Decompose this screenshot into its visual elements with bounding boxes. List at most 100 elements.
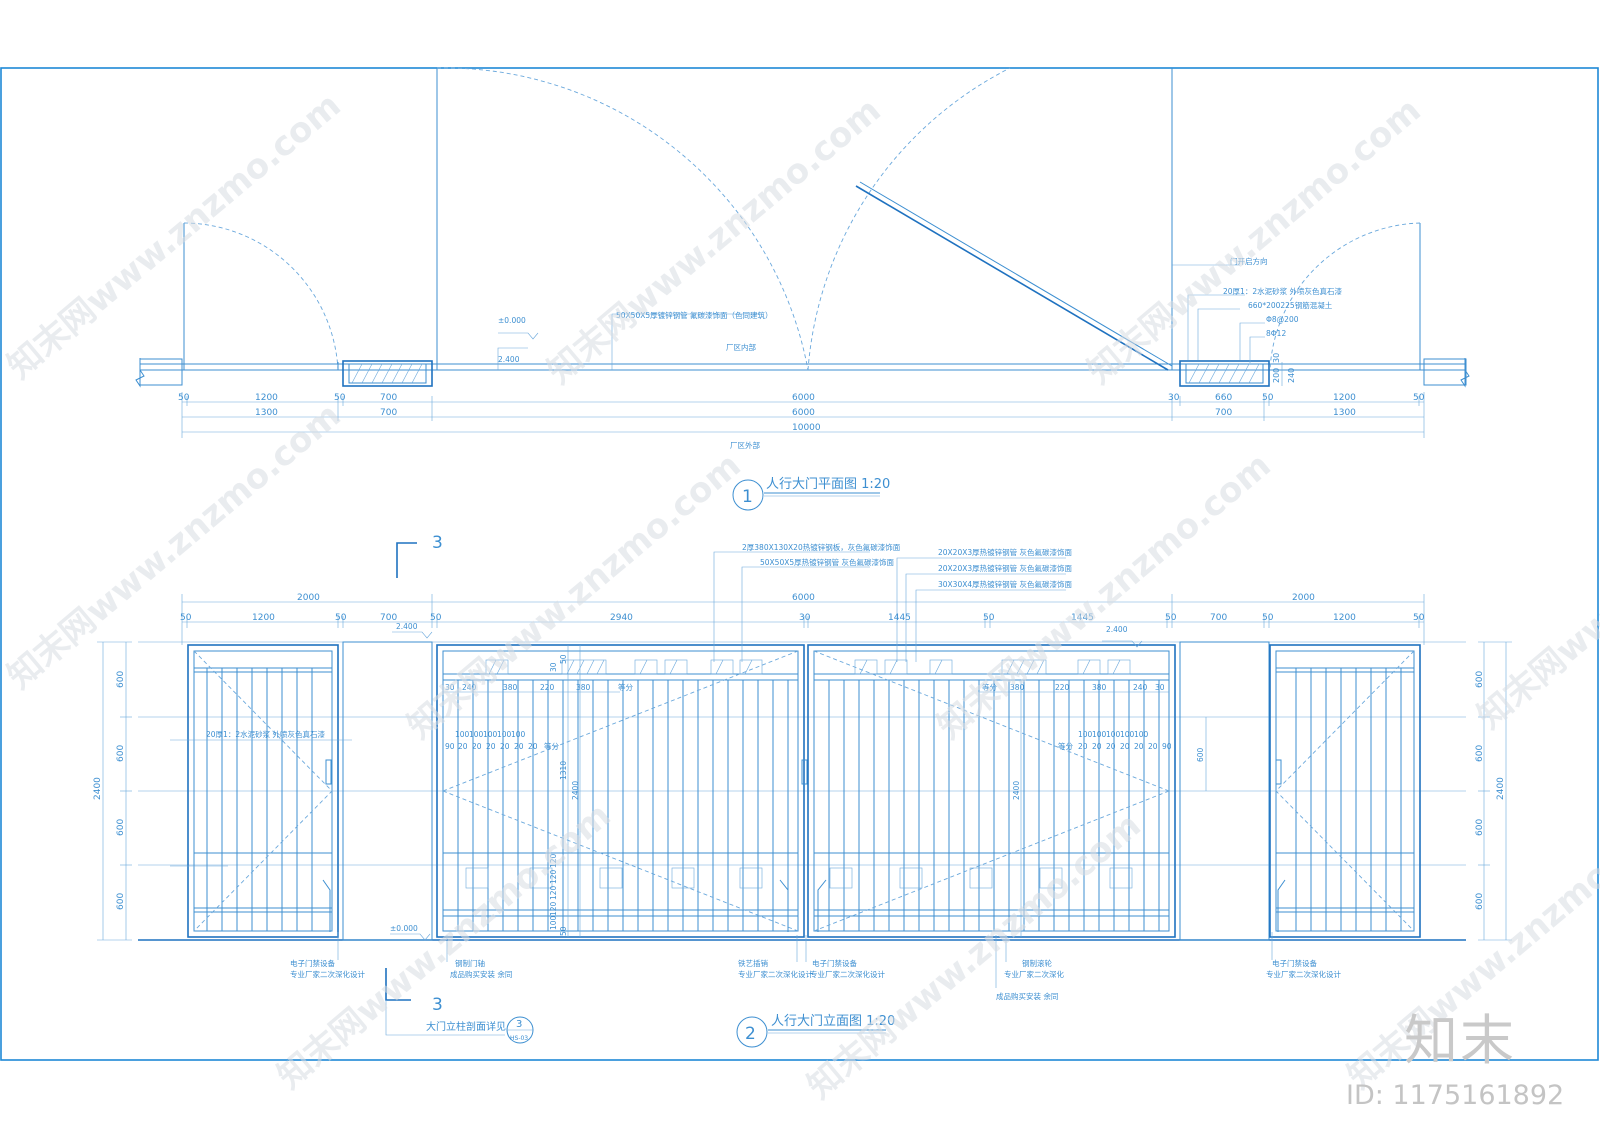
elev-note-5: 30X30X4厚热镀锌钢管 灰色氟碳漆饰面 (938, 579, 1073, 589)
section-title: 大门立柱剖面详见 (426, 1020, 506, 1033)
svg-text:20: 20 (500, 742, 510, 751)
svg-text:600: 600 (116, 671, 126, 688)
elev-level-top2: 2.400 (1106, 625, 1128, 634)
svg-text:1310: 1310 (559, 761, 568, 780)
svg-text:120: 120 (549, 901, 558, 916)
elev-plaster-note: 20厚1：2水泥砂浆 外喷灰色真石漆 (206, 729, 325, 739)
svg-text:1200: 1200 (1333, 393, 1356, 403)
svg-text:50: 50 (559, 654, 568, 664)
plan-dims-total: 10000 (792, 423, 821, 433)
elevation-view: 3 3 大门立柱剖面详见 3 HS-03 (93, 533, 1512, 1048)
svg-text:50: 50 (335, 613, 347, 623)
svg-text:380: 380 (576, 683, 591, 692)
elev-note-1: 2厚380X130X20热镀锌钢板，灰色氟碳漆饰面 (742, 542, 901, 552)
svg-text:50: 50 (1262, 393, 1274, 403)
elev-inner-600-r: 600 (1196, 747, 1205, 762)
svg-text:2400: 2400 (1496, 777, 1506, 800)
plan-left-column (342, 360, 433, 387)
svg-text:100: 100 (497, 730, 512, 739)
gate-left-note-b: 专业厂家二次深化设计 (290, 969, 365, 979)
elev-level-top: 2.400 (396, 622, 418, 631)
gate-left-note-a: 电子门禁设备 (290, 958, 335, 968)
svg-text:6000: 6000 (792, 593, 815, 603)
elev-top-dims-row1: 2000 6000 2000 (297, 593, 1315, 603)
lock-note-a: 铁艺插销 (738, 958, 768, 968)
svg-text:50: 50 (178, 393, 190, 403)
plan-vert-dims: 30 200 240 (1272, 353, 1296, 383)
svg-text:100: 100 (1092, 730, 1107, 739)
section-mark-top: 3 (432, 533, 443, 553)
svg-text:1445: 1445 (888, 613, 911, 623)
svg-text:20: 20 (486, 742, 496, 751)
elev-panel-dims-right: 等分 380 220 380 240 30 (982, 682, 1165, 692)
watermark-text: 知末网www.znzmo.com (930, 445, 1279, 747)
section-ref-sheet: HS-03 (510, 1035, 528, 1042)
svg-text:20: 20 (1078, 742, 1088, 751)
plan-dims-row2: 1300 700 6000 700 1300 (255, 408, 1356, 418)
id-label: ID: 1175161892 (1346, 1080, 1565, 1111)
svg-text:6000: 6000 (792, 408, 815, 418)
elev-title: 人行大门立面图 1:20 (771, 1014, 895, 1029)
svg-text:1200: 1200 (255, 393, 278, 403)
svg-text:600: 600 (1475, 819, 1485, 836)
svg-text:1300: 1300 (1333, 408, 1356, 418)
section-ref-num: 3 (516, 1019, 522, 1030)
svg-text:20: 20 (514, 742, 524, 751)
svg-text:600: 600 (1475, 745, 1485, 762)
watermark-text: 知末网www.znzmo.com (400, 445, 749, 747)
plan-plaster: 20厚1：2水泥砂浆 外喷灰色真石漆 (1223, 286, 1342, 296)
plan-pipe-note: 50X50X5厚镀锌钢管 氟碳漆饰面（色同建筑） (616, 310, 773, 320)
svg-text:50: 50 (180, 613, 192, 623)
elev-note-4: 20X20X3厚热镀锌钢管 灰色氟碳漆饰面 (938, 563, 1073, 573)
wheel-note-b: 专业厂家二次深化 (1004, 969, 1064, 979)
plan-inside-label: 厂区内部 (726, 342, 756, 352)
watermark-text: 知末网www.znzmo.com (270, 795, 619, 1097)
plan-rebar: 8Φ12 (1266, 329, 1286, 338)
plan-right-column (1179, 360, 1270, 387)
mid-note-a: 电子门禁设备 (812, 958, 857, 968)
svg-text:100: 100 (549, 915, 558, 930)
watermark-text: 知末网www.znzmo.com (800, 805, 1149, 1107)
svg-text:600: 600 (1475, 893, 1485, 910)
wheel-note-c: 成品购买安装 余同 (996, 991, 1058, 1001)
elev-panel-dims-left: 30 240 380 220 380 等分 (445, 682, 633, 692)
hinge-note-b: 成品购买安装 余同 (450, 969, 512, 979)
svg-text:50: 50 (334, 393, 346, 403)
drawing-frame (0, 67, 1599, 1061)
svg-text:120: 120 (549, 869, 558, 884)
svg-text:600: 600 (116, 745, 126, 762)
plan-title: 人行大门平面图 1:20 (766, 477, 890, 492)
svg-text:380: 380 (1010, 683, 1025, 692)
svg-text:100: 100 (469, 730, 484, 739)
elev-left-vert-dims: 600 600 600 600 2400 (93, 671, 126, 910)
svg-text:100: 100 (1120, 730, 1135, 739)
svg-text:20: 20 (472, 742, 482, 751)
mid-note-b: 专业厂家二次深化设计 (810, 969, 885, 979)
svg-text:等分: 等分 (1058, 741, 1074, 751)
svg-text:1445: 1445 (1071, 613, 1094, 623)
svg-text:50: 50 (983, 613, 995, 623)
svg-text:等分: 等分 (544, 741, 559, 751)
svg-text:700: 700 (380, 393, 397, 403)
watermark-text: 知末网www.znzmo.com (0, 395, 349, 697)
svg-text:700: 700 (380, 408, 397, 418)
elev-inner-2400-r: 2400 (1012, 781, 1021, 800)
svg-text:6000: 6000 (792, 393, 815, 403)
svg-text:30: 30 (1155, 683, 1165, 692)
svg-text:50: 50 (559, 926, 568, 936)
plan-stirrup: Φ8@200 (1266, 315, 1299, 324)
plan-dims-row1: 50 1200 50 700 6000 30 660 50 1200 50 (178, 393, 1425, 403)
svg-text:90: 90 (1162, 742, 1172, 751)
brand-logo: 知末 (1404, 1009, 1516, 1072)
svg-text:100: 100 (1134, 730, 1149, 739)
plan-concrete: 660*200225钢筋混凝土 (1248, 300, 1333, 310)
elev-note-3: 20X20X3厚热镀锌钢管 灰色氟碳漆饰面 (938, 547, 1073, 557)
plan-number: 1 (742, 487, 753, 507)
watermark-text: 知末网www.znzmo.com (0, 85, 349, 387)
svg-text:50: 50 (430, 613, 442, 623)
svg-text:220: 220 (1055, 683, 1070, 692)
svg-text:20: 20 (1106, 742, 1116, 751)
plan-outside-label: 厂区外部 (730, 440, 760, 450)
svg-text:660: 660 (1215, 393, 1232, 403)
gate-right-note-a: 电子门禁设备 (1272, 958, 1317, 968)
